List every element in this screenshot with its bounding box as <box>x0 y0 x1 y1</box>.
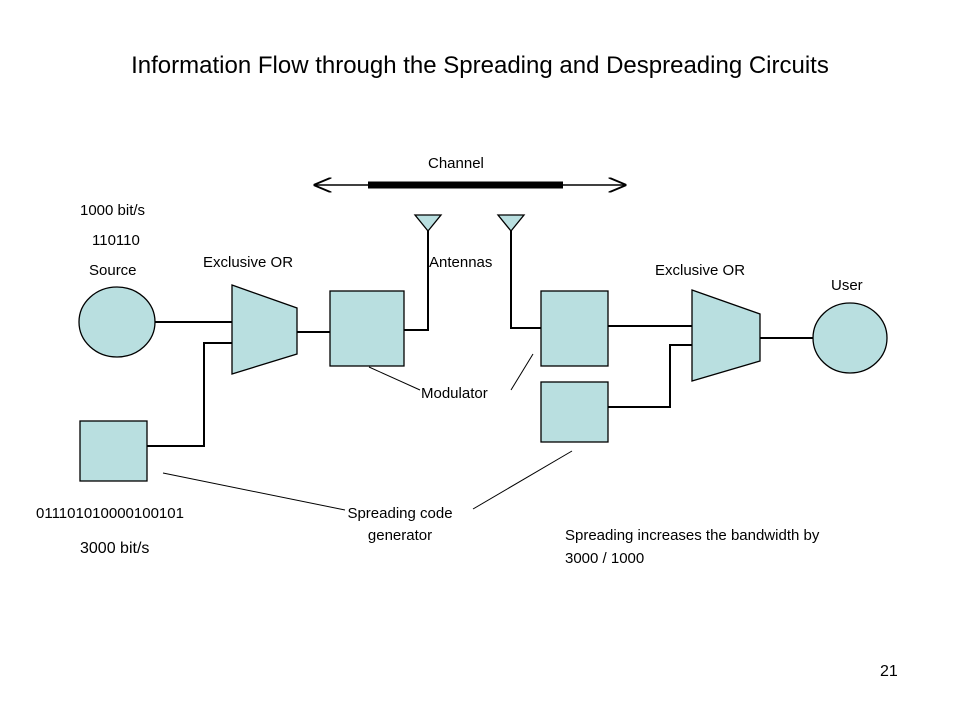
code-generator-right <box>540 381 609 443</box>
source-circle <box>78 286 156 358</box>
xor-left-label: Exclusive OR <box>203 254 294 271</box>
xor-right-label: Exclusive OR <box>655 262 746 279</box>
modulator-right <box>540 290 609 367</box>
wires <box>147 230 813 447</box>
code-generator-left <box>79 420 148 482</box>
source-label: Source <box>89 262 137 279</box>
note-line1: Spreading increases the bandwidth by <box>565 527 820 544</box>
source-bits-label: 110110 <box>92 232 140 249</box>
user-label: User <box>831 277 863 294</box>
source-rate-label: 1000 bit/s <box>80 202 146 219</box>
modulator-left <box>329 290 405 367</box>
note-line2: 3000 / 1000 <box>565 550 645 567</box>
user-circle <box>812 302 888 374</box>
code-rate-label: 3000 bit/s <box>80 540 150 557</box>
page-number: 21 <box>880 663 898 680</box>
modulator-label: Modulator <box>421 385 488 402</box>
antenna-right <box>496 214 526 233</box>
antenna-left <box>413 214 443 233</box>
slide-title: Information Flow through the Spreading a… <box>131 52 829 79</box>
antennas-label: Antennas <box>429 254 493 271</box>
xor-right-shape <box>691 289 761 382</box>
leader-lines <box>162 353 573 511</box>
spreading-code-label-line2: generator <box>367 527 433 544</box>
spreading-code-label-line1: Spreading code <box>347 505 453 522</box>
code-bits-label: 011101010000100101 <box>36 505 184 522</box>
channel-label: Channel <box>428 155 484 172</box>
xor-left-shape <box>231 284 298 375</box>
